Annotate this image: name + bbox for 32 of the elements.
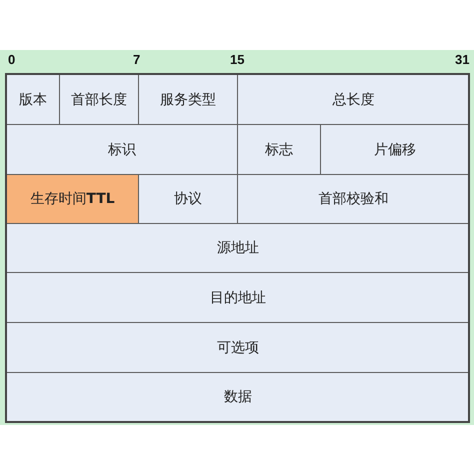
field-name: 目的地址 [210,288,266,306]
field-cell [6,223,470,273]
bit-number: 0 [8,52,16,67]
field-cell [6,74,60,125]
field-cell [138,174,238,224]
field-name: 服务类型 [160,90,216,108]
field-cell [6,174,139,224]
field-name: 协议 [174,190,202,208]
field-name: 总长度 [332,90,374,108]
field-name: 片偏移 [374,140,416,158]
field-cell [320,124,470,175]
field-cell [6,272,470,323]
field-cell [237,174,470,224]
field-name: 标志 [265,140,293,158]
field-name: 可选项 [217,338,259,356]
field-cell [237,124,321,175]
field-cell [6,372,470,422]
field-name: 首部长度 [71,90,127,108]
field-name: 版本 [19,90,47,108]
field-cell [59,74,139,125]
bit-number: 15 [230,52,244,67]
field-name: 生存时间TTL [30,190,115,208]
field-name: 源地址 [217,239,259,257]
bit-number: 31 [455,52,470,67]
field-cell [138,74,238,125]
bit-number: 7 [133,52,140,67]
field-cell [237,74,470,125]
field-name: 标识 [108,140,136,158]
field-name: 首部校验和 [318,190,388,208]
field-name: 数据 [224,388,252,406]
field-cell [6,322,470,373]
field-cell [6,124,238,175]
